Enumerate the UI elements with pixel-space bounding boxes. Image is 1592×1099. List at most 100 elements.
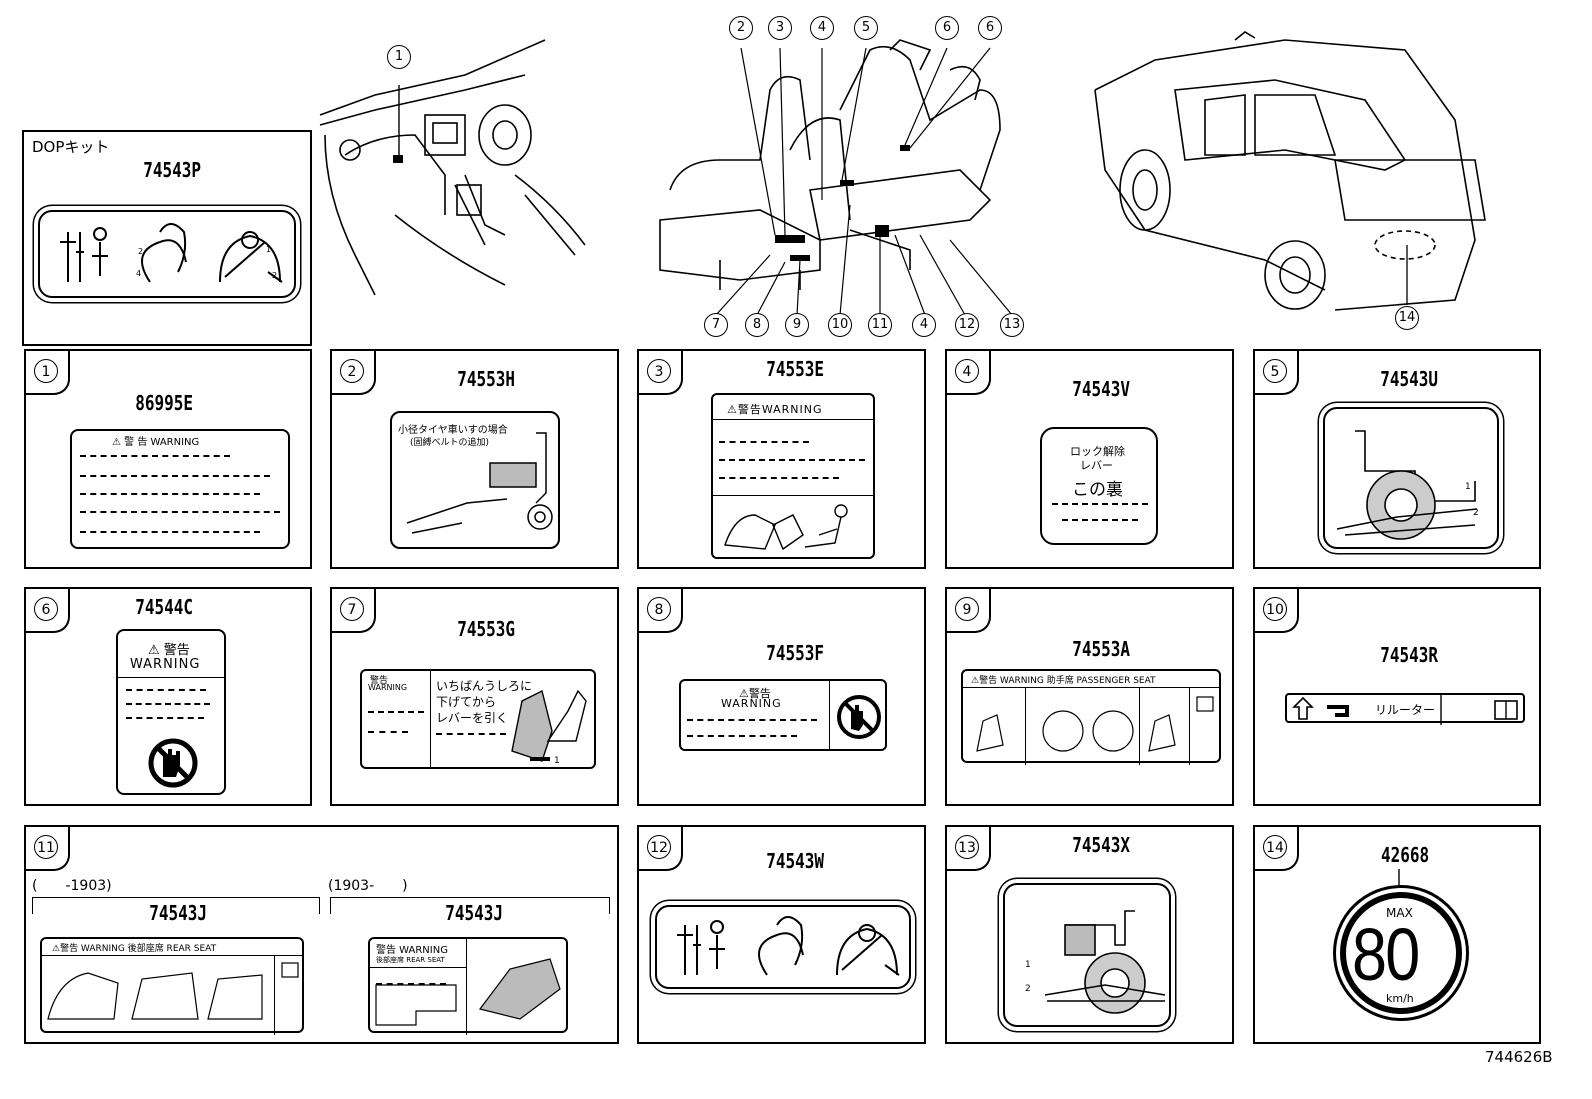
part-number-74543J-right: 74543J	[445, 901, 504, 925]
callout-11: 11	[868, 313, 892, 337]
svg-text:1: 1	[266, 245, 271, 254]
svg-text:2: 2	[1473, 508, 1479, 518]
callout-5: 5	[854, 16, 878, 40]
cell-number-badge: 2	[332, 351, 376, 395]
cell-number-badge: 8	[639, 589, 683, 633]
part-number-42668: 42668	[1381, 843, 1430, 867]
svg-text:4: 4	[136, 269, 141, 278]
figure-code: 744626B	[1485, 1048, 1553, 1066]
callout-2: 2	[729, 16, 753, 40]
part-number-74543J-left: 74543J	[149, 901, 208, 925]
reminder-label: リルーター	[1285, 693, 1525, 725]
part-number-74553H: 74553H	[457, 367, 516, 391]
part-number-74553A: 74553A	[1072, 637, 1131, 661]
callout-13: 13	[1000, 313, 1024, 337]
callout-1-interior: 1	[387, 45, 411, 69]
svg-text:2: 2	[138, 247, 143, 256]
callout-6b: 6	[978, 16, 1002, 40]
callout-4-top: 4	[810, 16, 834, 40]
dop-kit-title: DOPキット	[32, 138, 110, 156]
unit-text: km/h	[1386, 992, 1414, 1005]
callout-3: 3	[768, 16, 792, 40]
cell-9: 9 74553A ⚠警告 WARNING 助手席 PASSENGER SEAT	[945, 587, 1234, 806]
part-number-86995E: 86995E	[135, 391, 194, 415]
rear-car-drawing	[1094, 31, 1486, 311]
cell-12: 12 74543W	[637, 825, 926, 1044]
seated-person-illustration	[724, 504, 848, 551]
callout-9: 9	[785, 313, 809, 337]
cell-number-badge: 9	[947, 589, 991, 633]
wheelchair-tiedown-illustration	[406, 432, 553, 534]
no-hand-icon	[837, 695, 881, 739]
cell-10: 10 74543R リルーター	[1253, 587, 1541, 806]
svg-text:1: 1	[554, 756, 560, 766]
cell-number-badge: 13	[947, 827, 991, 871]
wheelchair-hatched-illustration: 12	[1025, 910, 1166, 1014]
rear-seat-warning-label-new: 警告 WARNING 後部座席 REAR SEAT	[368, 937, 568, 1035]
part-number-74553F: 74553F	[766, 641, 825, 665]
dop-kit-part-number: 74543P	[143, 158, 202, 182]
part-number-74553E: 74553E	[766, 357, 825, 381]
speed-value: 80	[1352, 913, 1420, 996]
warning-label-no-hand: ⚠警告 WARNING	[679, 679, 887, 751]
callout-8: 8	[745, 313, 769, 337]
part-number-74543V: 74543V	[1072, 377, 1131, 401]
part-number-74544C: 74544C	[135, 595, 194, 619]
svg-text:2: 2	[272, 271, 277, 280]
part-number-74543X: 74543X	[1072, 833, 1131, 857]
no-hand-icon	[148, 738, 198, 788]
callout-4-bottom: 4	[912, 313, 936, 337]
part-number-74543W: 74543W	[766, 849, 825, 873]
rear-seat-warning-label-old: ⚠警告 WARNING 後部座席 REAR SEAT	[40, 937, 304, 1035]
part-number-74553G: 74553G	[457, 617, 516, 641]
lever-pull-label: 警告 WARNING いちばんうしろに 下げてから レバーを引く 1	[360, 669, 596, 769]
dop-kit-label: 2 4 1 2	[38, 210, 296, 298]
cell-2: 2 74553H 小径タイヤ車いすの場合 (固縛ベルトの追加)	[330, 349, 619, 569]
svg-text:2: 2	[1025, 984, 1031, 994]
seats-drawing	[659, 39, 1013, 316]
seatbelt-pictogram: 2 4 1 2	[60, 223, 283, 283]
callout-14-rear: 14	[1395, 306, 1419, 330]
cell-1: 1 86995E ⚠ 警 告 WARNING	[24, 349, 312, 569]
seat-lever-illustration: 1	[511, 689, 587, 766]
leader-line	[1398, 869, 1400, 887]
cell-number-badge: 12	[639, 827, 683, 871]
cell-number-badge: 14	[1255, 827, 1299, 871]
part-number-74543R: 74543R	[1380, 643, 1439, 667]
cell-3: 3 74553E ⚠警告WARNING	[637, 349, 926, 569]
callout-12: 12	[955, 313, 979, 337]
cell-number-badge: 4	[947, 351, 991, 395]
cell-number-badge: 1	[26, 351, 70, 395]
warning-label: ⚠ 警 告 WARNING	[70, 429, 290, 549]
callout-10: 10	[828, 313, 852, 337]
seatbelt-label	[655, 905, 911, 989]
cell-number-badge: 10	[1255, 589, 1299, 633]
cell-number-badge: 3	[639, 351, 683, 395]
warning-label-hand: ⚠ 警告 WARNING	[116, 629, 226, 795]
speed-limit-sticker: MAX 80 km/h	[1333, 885, 1469, 1021]
rear-seat-illustrations	[47, 962, 299, 1020]
max-text: MAX	[1386, 906, 1413, 920]
warning-label-seat: ⚠警告WARNING	[711, 393, 875, 559]
dop-kit-box: DOPキット 74543P 2 4 1 2	[22, 130, 312, 346]
cell-number-badge: 6	[26, 589, 70, 633]
svg-text:1: 1	[1025, 960, 1031, 970]
callout-7: 7	[704, 313, 728, 337]
lock-release-label: ロック解除 レバー この裏	[1040, 427, 1158, 545]
rear-seat-fold-illustration	[375, 958, 561, 1026]
svg-text:1: 1	[1465, 482, 1471, 492]
cell-4: 4 74543V ロック解除 レバー この裏	[945, 349, 1234, 569]
passenger-seat-warning-label: ⚠警告 WARNING 助手席 PASSENGER SEAT	[961, 669, 1221, 765]
cell-8: 8 74553F ⚠警告 WARNING	[637, 587, 926, 806]
cell-7: 7 74553G 警告 WARNING いちばんうしろに 下げてから レバーを引…	[330, 587, 619, 806]
date-range-left: ( -1903)	[32, 878, 112, 894]
part-number-74543U: 74543U	[1380, 367, 1439, 391]
wheelchair-hatched-illustration: 12	[1336, 430, 1479, 540]
cell-number-badge: 7	[332, 589, 376, 633]
callout-6a: 6	[935, 16, 959, 40]
up-arrow-icon	[1292, 695, 1518, 725]
